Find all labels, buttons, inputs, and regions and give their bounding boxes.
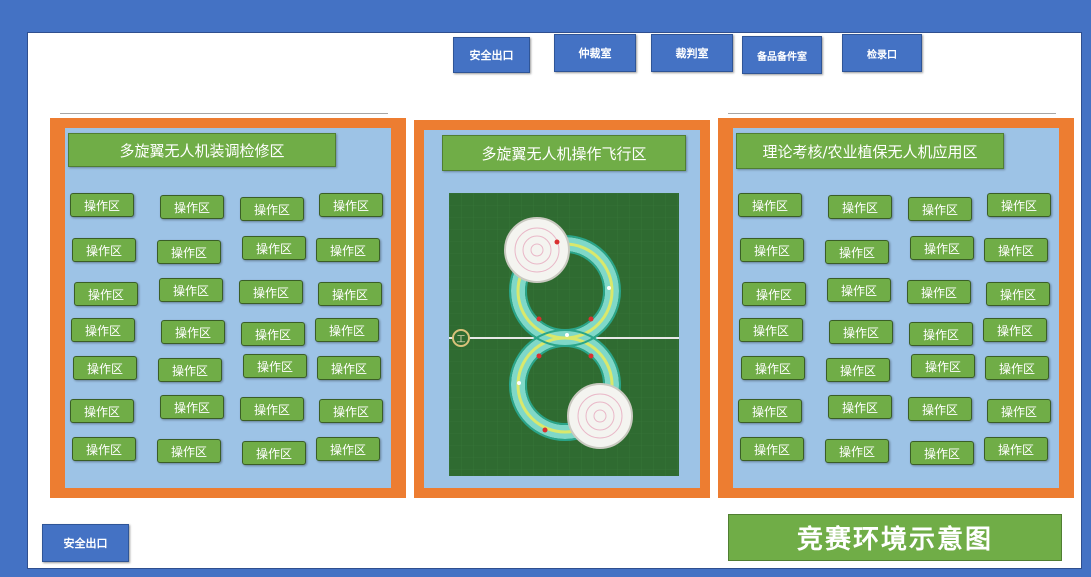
operation-area[interactable]: 操作区 [986,282,1050,306]
operation-area[interactable]: 操作区 [74,282,138,306]
operation-area[interactable]: 操作区 [243,354,307,378]
operation-area[interactable]: 操作区 [158,358,222,382]
operation-area[interactable]: 操作区 [738,193,802,217]
svg-text:工: 工 [456,335,465,345]
check-in-gate[interactable]: 检录口 [842,34,922,72]
operation-area[interactable]: 操作区 [984,437,1048,461]
operation-area[interactable]: 操作区 [911,354,975,378]
operation-area[interactable]: 操作区 [159,278,223,302]
landing-pad-top [504,217,570,283]
route-flags [517,239,611,433]
operation-area[interactable]: 操作区 [71,318,135,342]
operation-area[interactable]: 操作区 [242,441,306,465]
operation-area[interactable]: 操作区 [239,280,303,304]
operation-area[interactable]: 操作区 [72,437,136,461]
zone-assembly-title: 多旋翼无人机装调检修区 [68,133,336,167]
operation-area[interactable]: 操作区 [829,320,893,344]
operation-area[interactable]: 操作区 [739,318,803,342]
arbitration-room[interactable]: 仲裁室 [554,34,636,72]
zone-assembly-fill [65,128,391,488]
safety-exit-bottom[interactable]: 安全出口 [42,524,129,562]
flight-field: 工 [449,193,679,476]
zone-theory-title: 理论考核/农业植保无人机应用区 [736,133,1004,169]
operation-area[interactable]: 操作区 [72,238,136,262]
operation-area[interactable]: 操作区 [826,358,890,382]
operation-area[interactable]: 操作区 [319,193,383,217]
operation-area[interactable]: 操作区 [241,322,305,346]
zone-theory-fill [733,128,1059,488]
operation-area[interactable]: 操作区 [827,278,891,302]
operation-area[interactable]: 操作区 [741,356,805,380]
referee-room[interactable]: 裁判室 [651,34,733,72]
operation-area[interactable]: 操作区 [316,437,380,461]
operation-area[interactable]: 操作区 [242,236,306,260]
legend-title: 竞赛环境示意图 [728,514,1062,561]
operation-area[interactable]: 操作区 [738,399,802,423]
divider-left [60,113,388,114]
operation-area[interactable]: 操作区 [983,318,1047,342]
operation-area[interactable]: 操作区 [317,356,381,380]
operation-area[interactable]: 操作区 [240,397,304,421]
operation-area[interactable]: 操作区 [70,193,134,217]
operation-area[interactable]: 操作区 [742,282,806,306]
safety-exit-top[interactable]: 安全出口 [453,37,530,73]
spare-parts-room[interactable]: 备品备件室 [742,36,822,74]
operation-area[interactable]: 操作区 [318,282,382,306]
operation-area[interactable]: 操作区 [987,399,1051,423]
operation-area[interactable]: 操作区 [984,238,1048,262]
operation-area[interactable]: 操作区 [161,320,225,344]
operation-area[interactable]: 操作区 [240,197,304,221]
operation-area[interactable]: 操作区 [315,318,379,342]
operation-area[interactable]: 操作区 [909,322,973,346]
figure-eight-track: 工 [449,193,679,476]
operation-area[interactable]: 操作区 [987,193,1051,217]
landing-pad-bottom [567,383,633,449]
operation-area[interactable]: 操作区 [985,356,1049,380]
operation-area[interactable]: 操作区 [910,441,974,465]
operation-area[interactable]: 操作区 [157,439,221,463]
operation-area[interactable]: 操作区 [828,195,892,219]
operation-area[interactable]: 操作区 [160,195,224,219]
operation-area[interactable]: 操作区 [70,399,134,423]
zone-flight-title: 多旋翼无人机操作飞行区 [442,135,686,171]
divider-right [728,113,1056,114]
operation-area[interactable]: 操作区 [828,395,892,419]
operation-area[interactable]: 操作区 [316,238,380,262]
operation-area[interactable]: 操作区 [319,399,383,423]
operation-area[interactable]: 操作区 [157,240,221,264]
operation-area[interactable]: 操作区 [740,437,804,461]
operation-area[interactable]: 操作区 [908,397,972,421]
operation-area[interactable]: 操作区 [160,395,224,419]
takeoff-marker: 工 [452,329,470,347]
operation-area[interactable]: 操作区 [73,356,137,380]
operation-area[interactable]: 操作区 [825,439,889,463]
operation-area[interactable]: 操作区 [825,240,889,264]
operation-area[interactable]: 操作区 [907,280,971,304]
operation-area[interactable]: 操作区 [910,236,974,260]
operation-area[interactable]: 操作区 [740,238,804,262]
operation-area[interactable]: 操作区 [908,197,972,221]
